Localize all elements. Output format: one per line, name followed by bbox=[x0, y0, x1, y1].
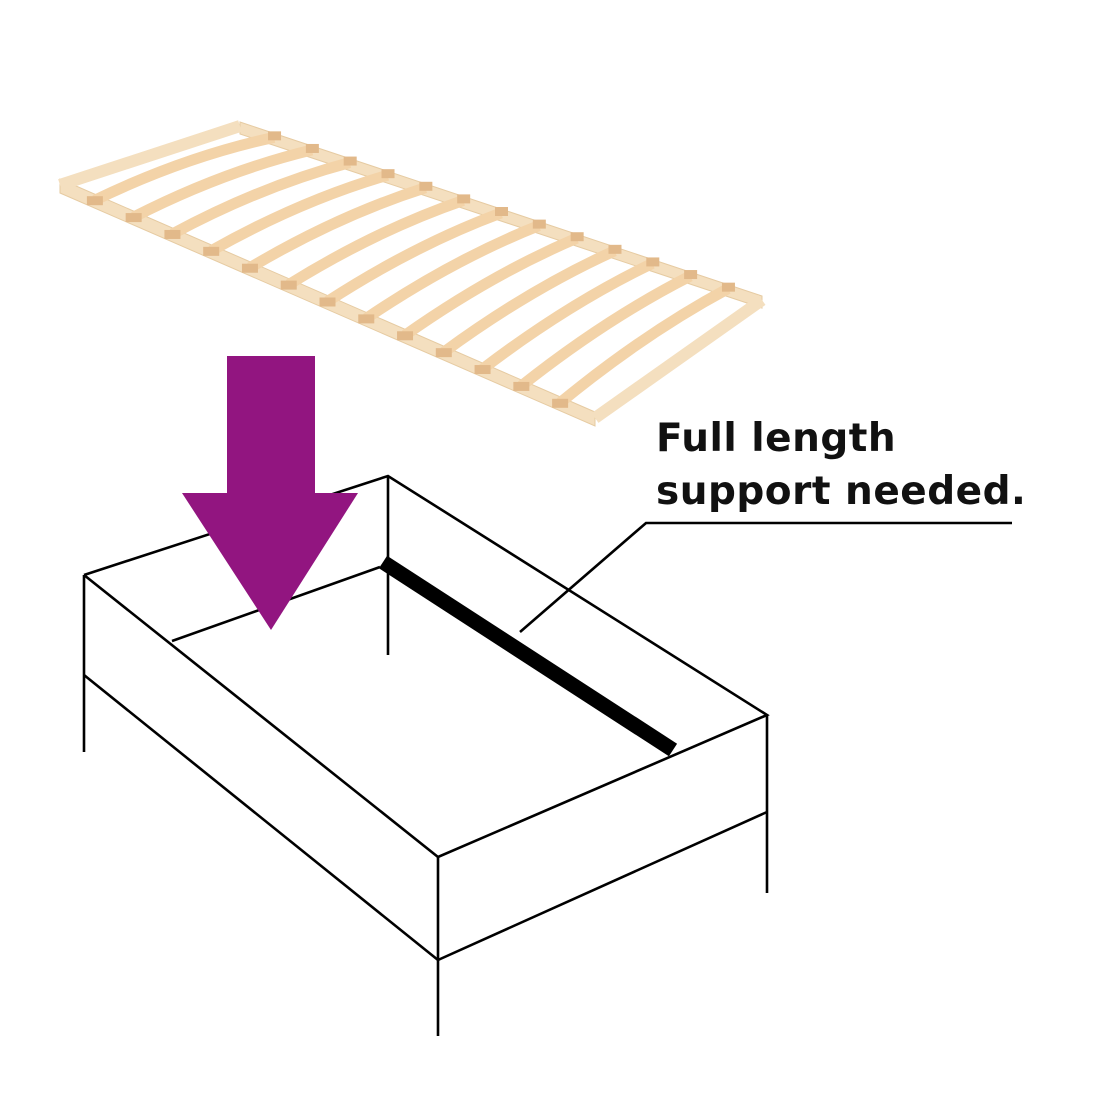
slat-holder bbox=[684, 270, 698, 280]
slat-holder bbox=[305, 143, 319, 153]
slat-holder bbox=[646, 257, 660, 267]
end-rail-left bbox=[58, 120, 242, 191]
slat-holder bbox=[435, 348, 452, 358]
slat-holder bbox=[164, 229, 181, 239]
slat-holder bbox=[125, 213, 142, 223]
slat-holder bbox=[268, 131, 282, 141]
slat bbox=[285, 195, 465, 290]
slat-holder bbox=[397, 331, 414, 341]
slat-holder bbox=[419, 181, 433, 191]
slat bbox=[208, 169, 390, 256]
callout-leader-line bbox=[519, 521, 1012, 633]
slat bbox=[556, 283, 731, 408]
slat-holder bbox=[457, 194, 471, 204]
slat-holder bbox=[280, 280, 297, 290]
slat bbox=[169, 157, 352, 239]
slat-holder bbox=[381, 169, 395, 179]
callout-line-2: support needed. bbox=[656, 469, 1027, 514]
slat-holder bbox=[319, 297, 336, 307]
slat-holder bbox=[495, 207, 508, 216]
center-support-beam bbox=[378, 555, 678, 757]
end-bottom-edge bbox=[437, 810, 768, 962]
slat bbox=[131, 144, 314, 222]
down-arrow-icon bbox=[182, 356, 358, 630]
slat bbox=[401, 233, 579, 340]
support-callout-text: Full length support needed. bbox=[656, 412, 1026, 518]
slat-holder bbox=[343, 156, 357, 166]
bed-top-edges bbox=[83, 474, 770, 859]
slat-holder bbox=[552, 398, 569, 408]
slat bbox=[479, 258, 655, 374]
slat-holder bbox=[513, 381, 530, 391]
slat bbox=[517, 271, 693, 391]
slat-holder bbox=[241, 263, 258, 273]
slat bbox=[440, 245, 617, 357]
callout-line-1: Full length bbox=[656, 416, 897, 461]
slat-holder bbox=[721, 282, 735, 292]
slat-holder bbox=[474, 365, 491, 375]
slat bbox=[247, 182, 428, 273]
slat-holder bbox=[532, 219, 546, 229]
bed-frame-outline bbox=[82, 474, 1012, 1036]
slat-holder bbox=[570, 232, 584, 242]
slat bbox=[92, 131, 276, 206]
slat-holder bbox=[203, 246, 220, 256]
slat-holder bbox=[358, 314, 375, 324]
slatted-bed-base bbox=[58, 120, 766, 427]
slat-holder bbox=[86, 196, 103, 206]
slat bbox=[324, 207, 503, 307]
end-rail-right bbox=[591, 295, 766, 423]
slat bbox=[363, 220, 541, 323]
side-bottom-edge bbox=[83, 673, 439, 962]
slat-holder bbox=[608, 244, 622, 254]
